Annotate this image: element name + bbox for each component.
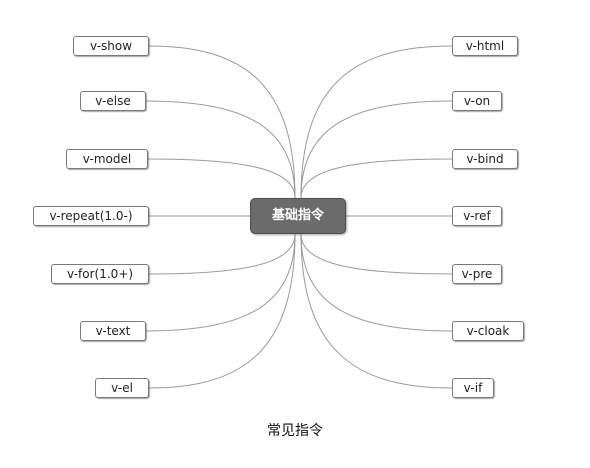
connector-v-on (300, 100, 453, 199)
node-v-cloak: v-cloak (452, 321, 524, 341)
node-v-repeat: v-repeat(1.0-) (33, 206, 149, 226)
connector-v-model (147, 158, 296, 199)
node-v-for: v-for(1.0+) (51, 264, 149, 284)
connector-v-bind (300, 158, 453, 199)
node-v-if: v-if (452, 378, 494, 398)
connector-v-else (145, 100, 296, 199)
node-v-pre: v-pre (452, 264, 502, 284)
connector-v-el (148, 233, 296, 389)
center-node: 基础指令 (250, 198, 346, 234)
node-v-model: v-model (66, 149, 148, 169)
connector-v-html (300, 45, 453, 199)
connector-v-for (148, 233, 296, 275)
node-v-bind: v-bind (452, 149, 518, 169)
figure-caption: 常见指令 (267, 423, 323, 439)
connector-lines (145, 45, 453, 389)
connector-v-if (300, 233, 453, 389)
connector-v-pre (300, 233, 453, 275)
node-v-text: v-text (80, 321, 146, 341)
connector-v-show (148, 45, 296, 199)
node-v-else: v-else (80, 91, 146, 111)
node-v-on: v-on (452, 91, 502, 111)
node-v-show: v-show (73, 36, 149, 56)
node-v-ref: v-ref (452, 206, 502, 226)
connector-v-cloak (300, 233, 453, 332)
node-v-html: v-html (452, 36, 518, 56)
connector-v-text (145, 233, 296, 332)
node-v-el: v-el (95, 378, 149, 398)
